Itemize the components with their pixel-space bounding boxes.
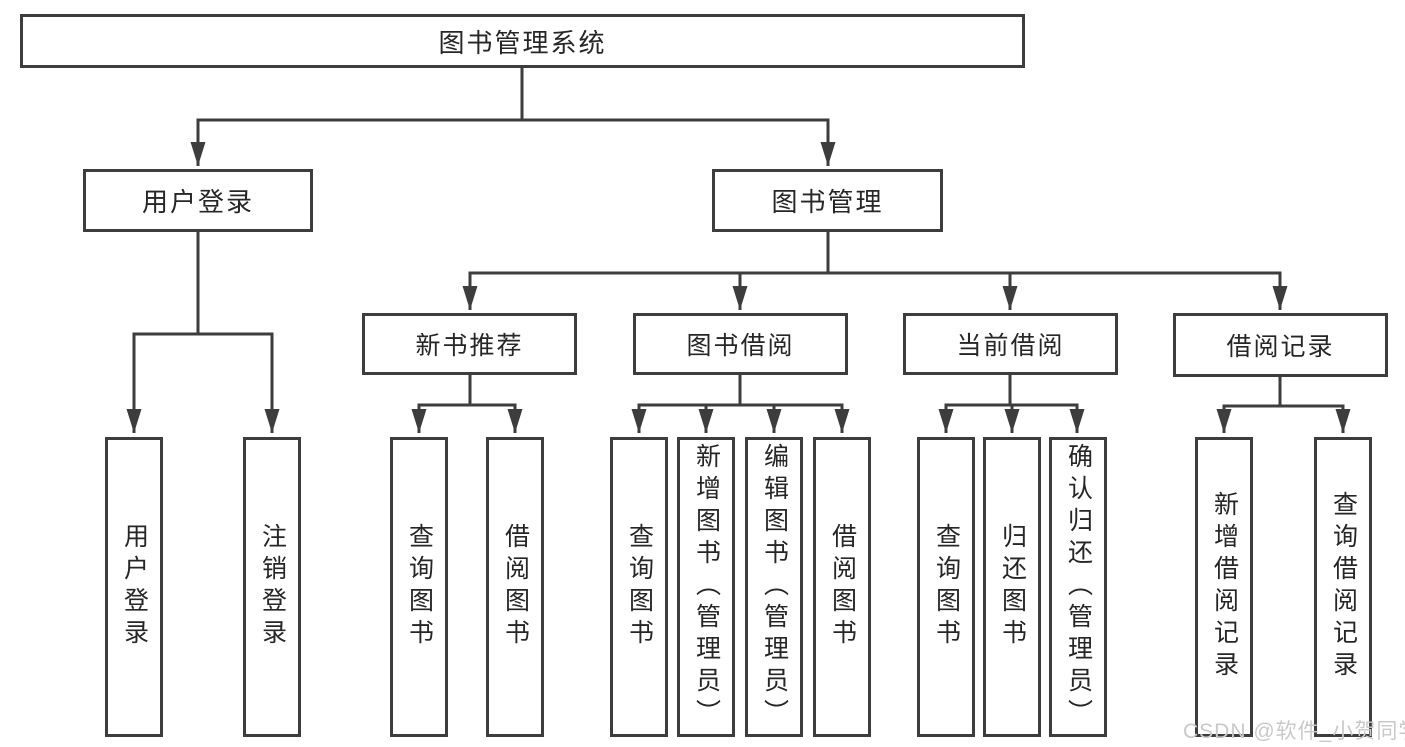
node-library-system: 图书管理系统 bbox=[20, 14, 1025, 68]
node-label: 确认归还（管理员） bbox=[1064, 443, 1093, 731]
node-query-borrow-record: 查询借阅记录 bbox=[1314, 437, 1372, 737]
node-label: 注销登录 bbox=[258, 523, 287, 651]
node-new-book-recommend: 新书推荐 bbox=[362, 313, 577, 375]
node-label: 查询图书 bbox=[625, 523, 654, 651]
node-label: 新增借阅记录 bbox=[1210, 491, 1239, 683]
node-add-borrow-record: 新增借阅记录 bbox=[1195, 437, 1253, 737]
node-label: 查询图书 bbox=[405, 523, 434, 651]
node-edit-books-admin: 编辑图书（管理员） bbox=[745, 437, 803, 737]
node-user-login: 用户登录 bbox=[83, 169, 313, 232]
node-add-books-admin: 新增图书（管理员） bbox=[677, 437, 735, 737]
node-label: 借阅图书 bbox=[828, 523, 857, 651]
node-query-books-borrow: 查询图书 bbox=[610, 437, 668, 737]
node-current-borrow: 当前借阅 bbox=[903, 313, 1118, 375]
node-user-login-leaf: 用户登录 bbox=[105, 437, 163, 737]
csdn-watermark: CSDN @软件_小贺同学 bbox=[1183, 720, 1405, 743]
node-confirm-return-admin: 确认归还（管理员） bbox=[1049, 437, 1107, 737]
node-label: 借阅图书 bbox=[501, 523, 530, 651]
node-borrow-records: 借阅记录 bbox=[1173, 313, 1388, 377]
node-return-books: 归还图书 bbox=[983, 437, 1041, 737]
node-book-management: 图书管理 bbox=[712, 169, 943, 232]
node-label: 编辑图书（管理员） bbox=[760, 443, 789, 731]
node-query-books-current: 查询图书 bbox=[917, 437, 975, 737]
node-borrow-books: 借阅图书 bbox=[813, 437, 871, 737]
node-label: 新增图书（管理员） bbox=[692, 443, 721, 731]
node-label: 查询借阅记录 bbox=[1329, 491, 1358, 683]
node-book-borrow: 图书借阅 bbox=[633, 313, 848, 375]
node-label: 归还图书 bbox=[998, 523, 1027, 651]
node-logout: 注销登录 bbox=[243, 437, 301, 737]
node-label: 用户登录 bbox=[120, 523, 149, 651]
node-label: 查询图书 bbox=[932, 523, 961, 651]
node-query-books-recommend: 查询图书 bbox=[390, 437, 448, 737]
node-borrow-books-recommend: 借阅图书 bbox=[486, 437, 544, 737]
